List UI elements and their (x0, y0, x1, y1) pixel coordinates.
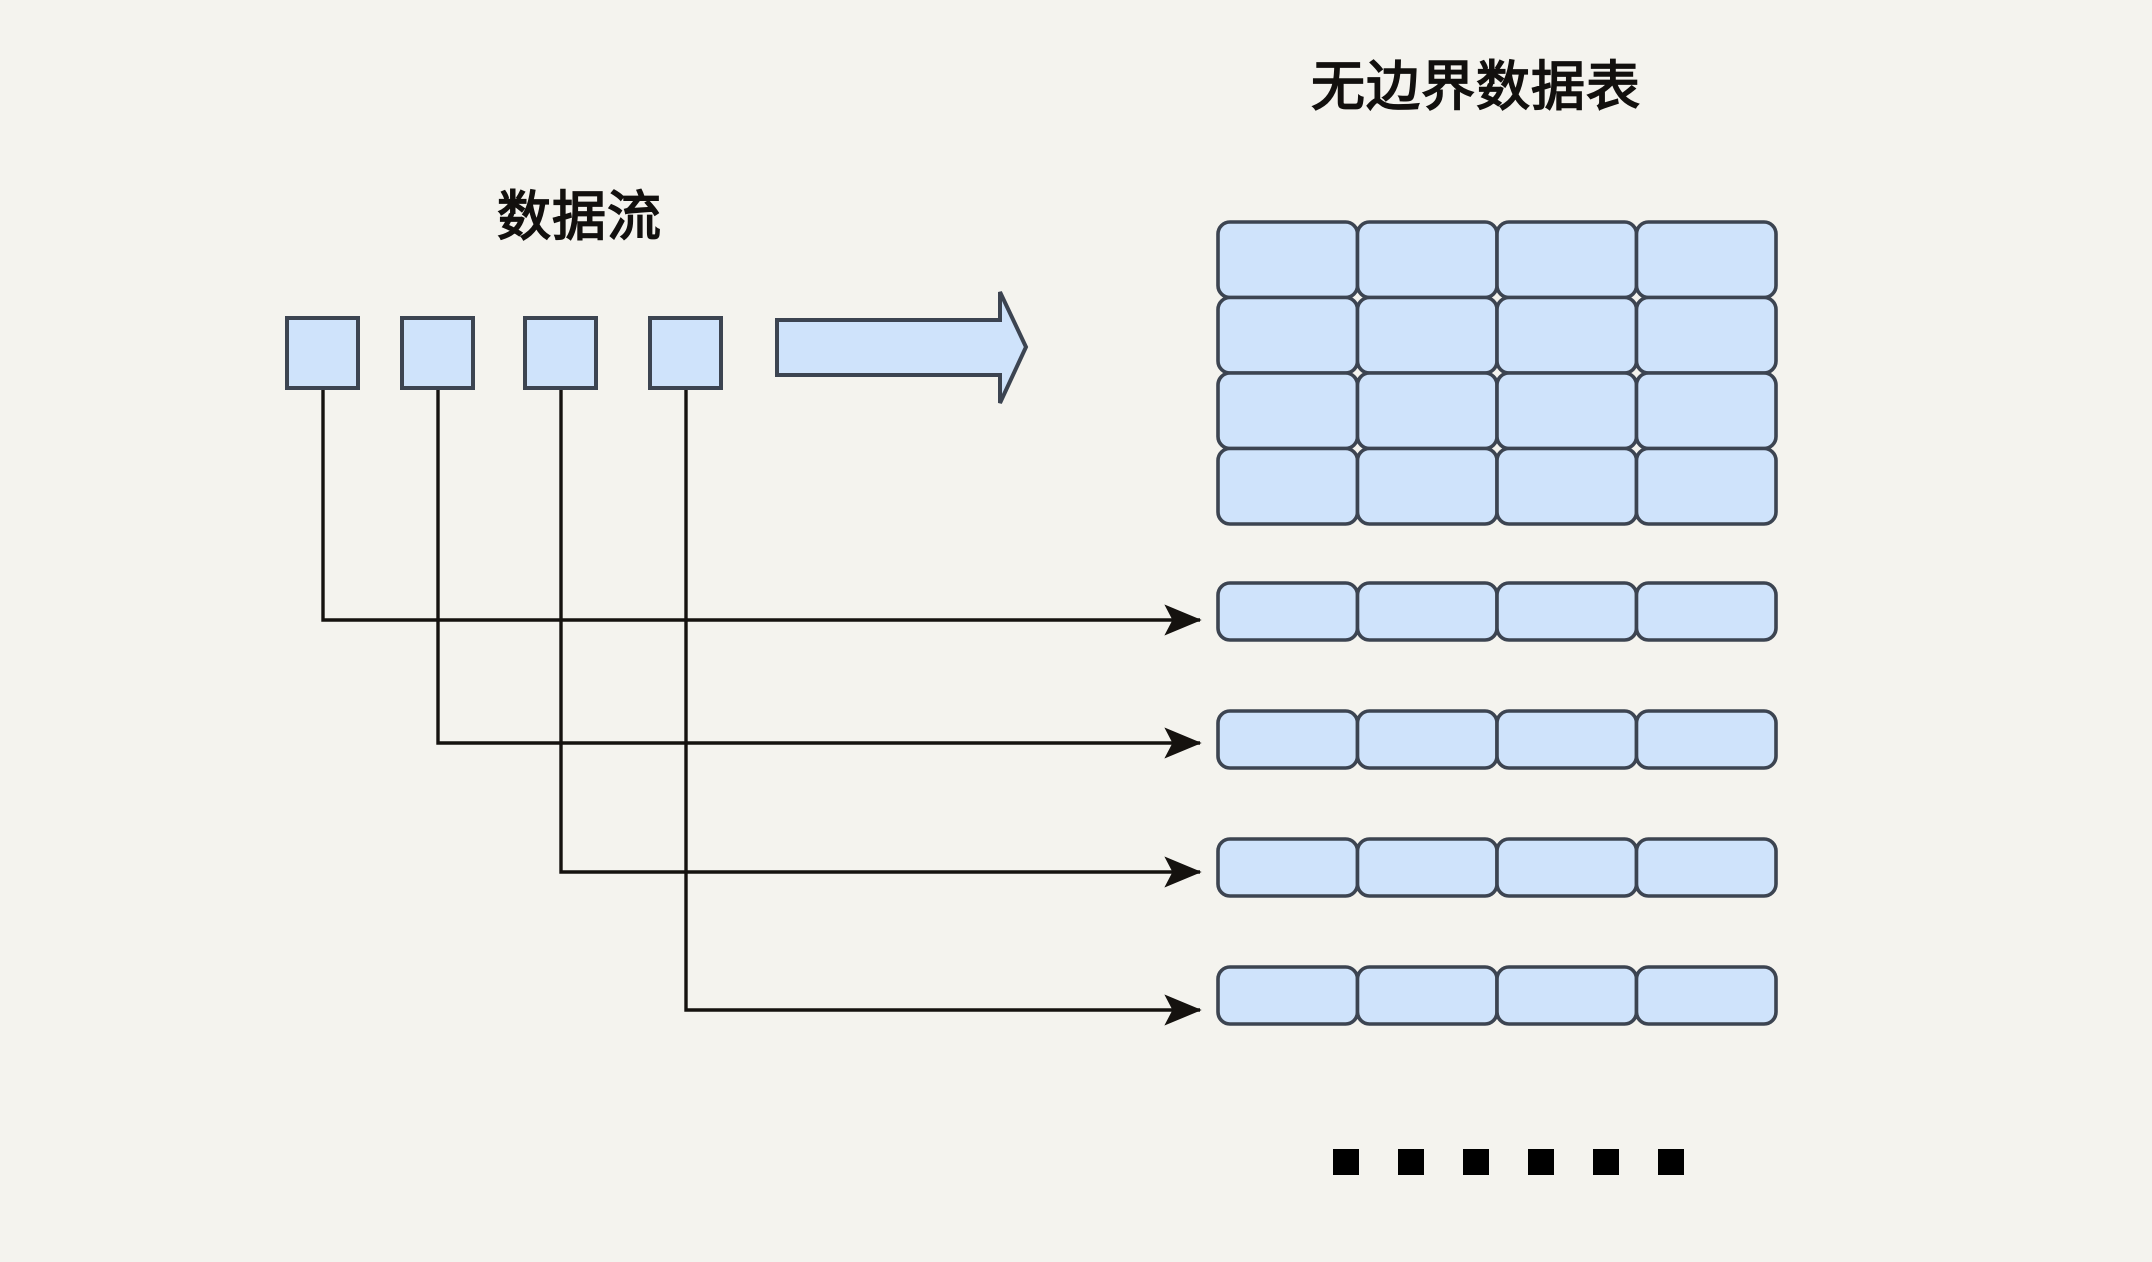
continuation-ellipsis (1333, 1149, 1684, 1175)
row-cell[interactable] (1216, 581, 1360, 642)
connector-group (321, 388, 1202, 1026)
ellipsis-dot (1333, 1149, 1359, 1175)
stream-element-group (285, 316, 723, 390)
row-cell[interactable] (1355, 581, 1499, 642)
table-cell[interactable] (1216, 295, 1360, 375)
connector-stream-element-3 (559, 388, 1202, 888)
stream-element-1[interactable] (285, 316, 360, 390)
appended-row (1216, 965, 1778, 1026)
appended-row (1216, 837, 1778, 898)
table-cell[interactable] (1495, 220, 1639, 300)
row-cell[interactable] (1355, 837, 1499, 898)
row-cell[interactable] (1634, 837, 1778, 898)
row-cell[interactable] (1634, 965, 1778, 1026)
unbounded-data-table (1216, 220, 1778, 526)
row-cell[interactable] (1216, 965, 1360, 1026)
row-cell[interactable] (1355, 709, 1499, 770)
connector-stream-element-4 (684, 388, 1202, 1026)
table-cell[interactable] (1355, 446, 1499, 526)
table-cell[interactable] (1216, 446, 1360, 526)
row-cell[interactable] (1355, 965, 1499, 1026)
row-cell[interactable] (1495, 965, 1639, 1026)
ellipsis-dot (1398, 1149, 1424, 1175)
table-cell[interactable] (1634, 295, 1778, 375)
table-cell[interactable] (1495, 446, 1639, 526)
appended-row (1216, 709, 1778, 770)
table-cell[interactable] (1495, 371, 1639, 451)
ellipsis-dot (1658, 1149, 1684, 1175)
page-title: 无边界数据表 (1311, 57, 1641, 117)
appended-row (1216, 581, 1778, 642)
table-cell[interactable] (1216, 371, 1360, 451)
table-cell[interactable] (1216, 220, 1360, 300)
data-stream-label: 数据流 (497, 187, 662, 247)
table-cell[interactable] (1634, 446, 1778, 526)
table-cell[interactable] (1355, 220, 1499, 300)
row-cell[interactable] (1216, 709, 1360, 770)
connector-stream-element-1 (321, 388, 1202, 636)
row-cell[interactable] (1495, 837, 1639, 898)
flow-arrow-icon (775, 291, 1029, 404)
table-cell[interactable] (1495, 295, 1639, 375)
row-cell[interactable] (1634, 709, 1778, 770)
table-cell[interactable] (1634, 220, 1778, 300)
connector-stream-element-2 (436, 388, 1202, 759)
stream-element-4[interactable] (648, 316, 723, 390)
ellipsis-dot (1463, 1149, 1489, 1175)
row-cell[interactable] (1495, 709, 1639, 770)
ellipsis-dot (1593, 1149, 1619, 1175)
table-cell[interactable] (1355, 371, 1499, 451)
table-cell[interactable] (1634, 371, 1778, 451)
ellipsis-dot (1528, 1149, 1554, 1175)
row-cell[interactable] (1634, 581, 1778, 642)
stream-element-3[interactable] (523, 316, 598, 390)
table-cell[interactable] (1355, 295, 1499, 375)
row-cell[interactable] (1495, 581, 1639, 642)
stream-element-2[interactable] (400, 316, 475, 390)
row-cell[interactable] (1216, 837, 1360, 898)
